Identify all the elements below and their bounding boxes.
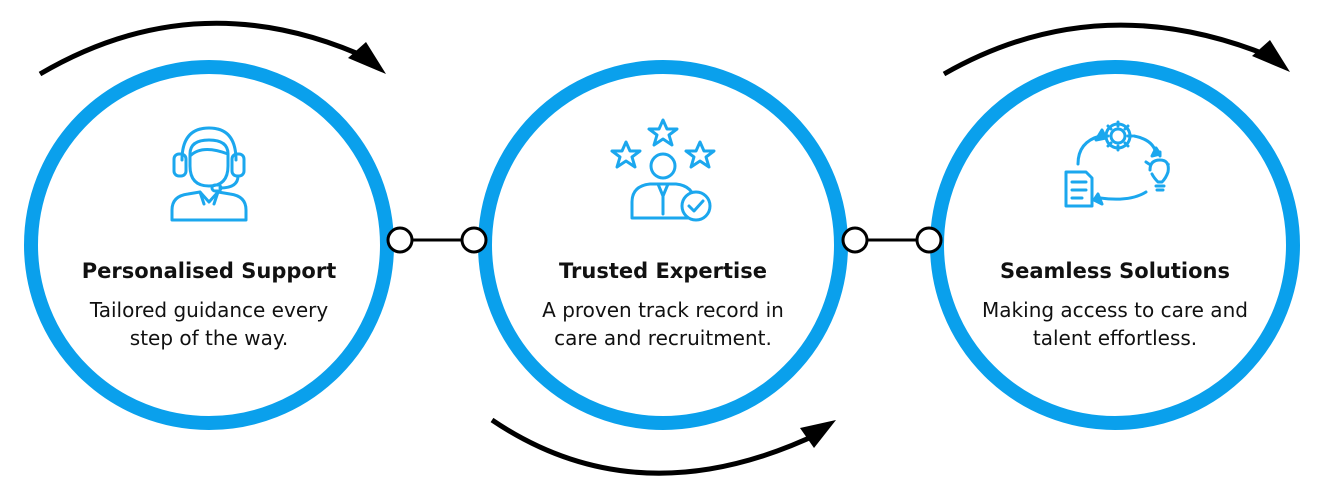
step-description: Tailored guidance every step of the way. [89, 298, 329, 350]
arrowhead-top-left [348, 42, 386, 74]
step-description: Making access to care and talent effortl… [982, 298, 1248, 350]
arrowhead-top-right [1252, 40, 1290, 72]
arrowhead-bottom-middle [800, 420, 836, 448]
step-card-seamless-solutions: Seamless Solutions Making access to care… [930, 60, 1300, 430]
step-title: Personalised Support [81, 259, 337, 283]
step-card-trusted-expertise: Trusted Expertise A proven track record … [478, 60, 848, 430]
process-cycle-icon [1060, 114, 1176, 224]
headset-agent-icon [154, 114, 264, 224]
step-title: Seamless Solutions [1000, 259, 1230, 283]
curved-arrow-bottom-middle [490, 417, 824, 476]
expert-stars-icon [608, 114, 718, 224]
step-title: Trusted Expertise [559, 259, 767, 283]
step-description: A proven track record in care and recrui… [542, 298, 784, 350]
curved-arrow-top-right [942, 22, 1275, 77]
step-card-personalised-support: Personalised Support Tailored guidance e… [24, 60, 394, 430]
curved-arrow-top-left [38, 20, 374, 77]
